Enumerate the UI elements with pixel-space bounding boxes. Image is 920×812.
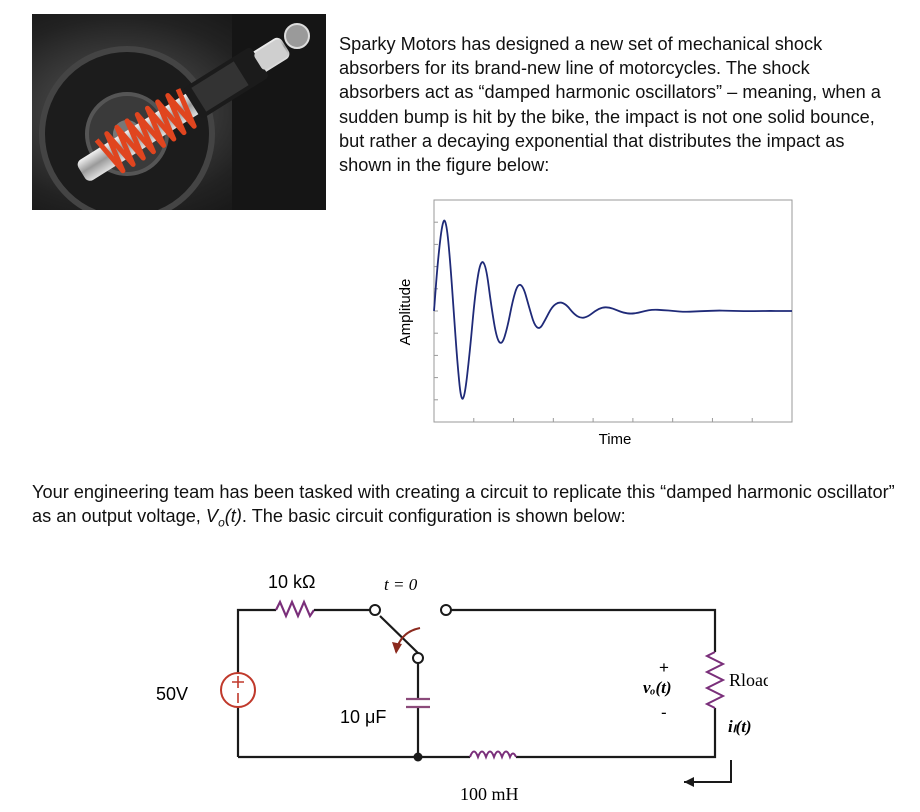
capacitor-symbol bbox=[406, 697, 430, 709]
switch-motion-arrow bbox=[395, 627, 421, 653]
switch-terminal-right bbox=[440, 604, 452, 616]
x-ticks bbox=[433, 418, 793, 422]
motorcycle-shock-absorber-photo-icon bbox=[32, 14, 326, 210]
current-arrowhead bbox=[684, 777, 694, 787]
vo-plus-sign: + bbox=[659, 658, 669, 677]
switch-arrowhead bbox=[392, 642, 402, 654]
switch-blade bbox=[379, 615, 419, 654]
current-arrow bbox=[684, 760, 732, 783]
source-plus-sign bbox=[232, 676, 244, 688]
y-ticks bbox=[434, 199, 438, 423]
resistor-symbol bbox=[275, 599, 315, 619]
task-voltage-arg: (t) bbox=[224, 506, 242, 527]
load-resistor-symbol bbox=[704, 651, 726, 709]
switch-terminal-left bbox=[369, 604, 381, 616]
task-paragraph: Your engineering team has been tasked wi… bbox=[32, 480, 902, 535]
inductor-label: 100 mH bbox=[460, 784, 519, 804]
resistor-label: 10 kΩ bbox=[268, 572, 315, 592]
y-axis-label: Amplitude bbox=[397, 279, 414, 346]
series-line bbox=[433, 219, 792, 400]
voltage-source-symbol bbox=[220, 672, 256, 708]
task-voltage-sub: o bbox=[218, 515, 225, 530]
task-voltage-symbol: V bbox=[205, 506, 219, 527]
x-axis-label: Time bbox=[599, 431, 632, 448]
switch-label: t = 0 bbox=[384, 575, 418, 594]
shock-absorber-photo bbox=[32, 14, 326, 210]
vo-label: vₒ(t) bbox=[643, 678, 672, 697]
damped-oscillation-chart: Time Amplitude bbox=[397, 199, 793, 448]
switch-pivot bbox=[412, 652, 424, 664]
capacitor-label: 10 μF bbox=[340, 707, 386, 727]
task-text-end: . The basic circuit configuration is sho… bbox=[241, 506, 626, 527]
il-label: iₗ(t) bbox=[728, 717, 752, 736]
rlc-circuit-diagram: 50V 10 kΩ t = 0 10 μF 100 mH Rload + vₒ(… bbox=[156, 572, 768, 804]
task-text-start: Your engineering team has been tasked wi… bbox=[32, 482, 895, 527]
vo-minus-sign: - bbox=[661, 703, 667, 722]
load-label: Rload bbox=[729, 670, 768, 690]
inductor-symbol bbox=[469, 750, 517, 760]
intro-paragraph: Sparky Motors has designed a new set of … bbox=[339, 34, 881, 176]
junction-node bbox=[413, 752, 423, 762]
source-label: 50V bbox=[156, 684, 188, 704]
red-spring bbox=[94, 88, 197, 174]
